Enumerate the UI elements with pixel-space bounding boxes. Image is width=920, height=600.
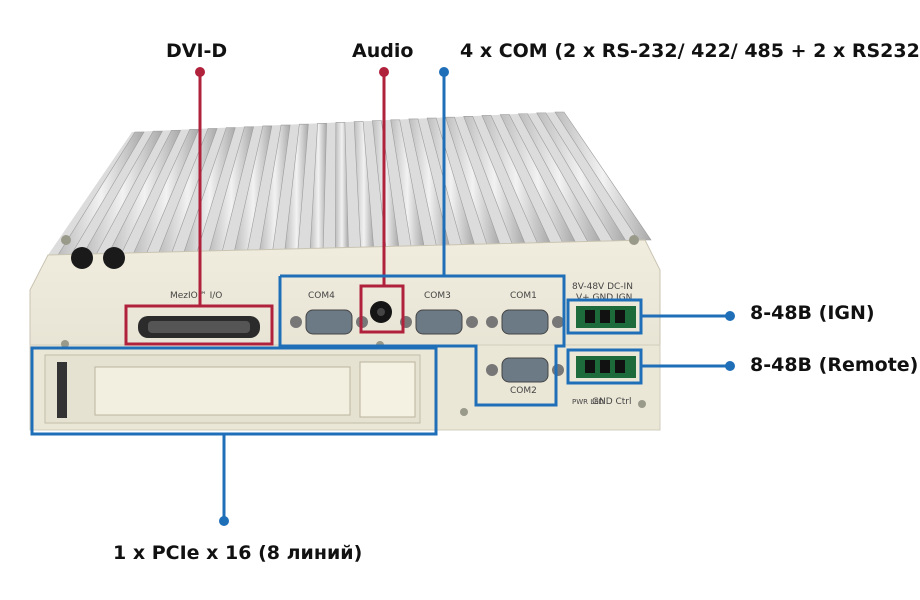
callout-remote — [566, 348, 735, 385]
com2-label: COM2 — [510, 386, 537, 396]
com3-port — [400, 309, 478, 335]
callout-audio-label: Audio — [352, 40, 414, 62]
heatsink-fins — [57, 111, 652, 256]
heatsink — [48, 111, 652, 256]
pcie-slot — [44, 354, 421, 424]
remote-terminal: PWR LED GND Ctrl — [572, 356, 636, 407]
dc-in-terminal: 8V-48V DC-IN V+ GND IGN — [572, 282, 636, 328]
com1-label: COM1 — [510, 291, 537, 301]
heatsink-fin — [554, 111, 652, 241]
callout-com — [278, 67, 566, 407]
power-pins-label: V+ GND IGN — [576, 293, 632, 303]
callout-pcie — [30, 346, 438, 526]
mezio-text: MezIO™ I/O — [170, 291, 222, 301]
com-ports: COM4 COM3 COM1 COM2 — [290, 291, 564, 396]
com2-port — [486, 357, 564, 383]
gnd-ctrl-label: GND Ctrl — [592, 397, 632, 407]
mezio-connector: MezIO™ I/O — [138, 291, 260, 338]
com3-label: COM3 — [424, 291, 451, 301]
com1-port — [486, 309, 564, 335]
callout-remote-label: 8-48B (Remote) — [750, 354, 919, 376]
pwr-led-label: PWR LED — [572, 398, 604, 406]
dc-in-label: 8V-48V DC-IN — [572, 282, 633, 292]
callout-com-label: 4 x COM (2 x RS-232/ 422/ 485 + 2 x RS23… — [460, 40, 920, 62]
callout-pcie-label: 1 x PCIe x 16 (8 линий) — [113, 542, 363, 564]
callout-dvi-label: DVI-D — [166, 40, 228, 62]
callout-audio — [359, 67, 405, 334]
audio-jack — [370, 301, 392, 323]
callout-ign — [566, 298, 735, 335]
callout-ign-label: 8-48B (IGN) — [750, 302, 875, 324]
com4-label: COM4 — [308, 291, 335, 301]
antenna-holes — [71, 247, 125, 269]
com4-port — [290, 309, 368, 335]
callout-dvi — [124, 67, 274, 346]
